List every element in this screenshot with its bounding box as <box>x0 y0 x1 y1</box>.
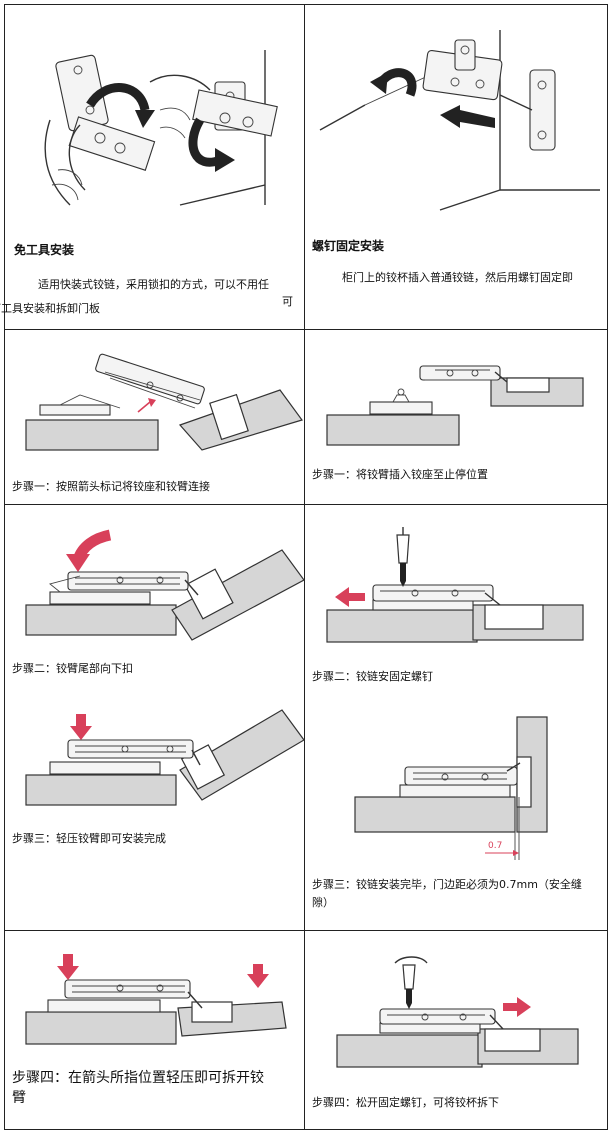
right-step2-caption: 步骤二：铰链安固定螺钉 <box>312 670 433 683</box>
right-step3-line1: 步骤三：铰链安装完毕，门边距必须为0.7mm（安全缝 <box>312 878 582 891</box>
row-divider-2 <box>4 504 608 505</box>
row-divider-1 <box>4 329 608 330</box>
left-step4-line2: 臂 <box>12 1090 26 1106</box>
left-step4-illustration <box>25 954 287 1045</box>
tool-free-description: 适用快装式铰链，采用锁扣的方式，可以不用任 何工具安装和拆卸门板 <box>0 273 300 321</box>
instruction-table <box>4 4 608 1130</box>
column-divider <box>304 4 305 1130</box>
tool-free-desc-line2: 何工具安装和拆卸门板 <box>0 302 100 315</box>
tool-free-illustration <box>44 50 278 206</box>
right-step1-illustration <box>326 365 584 446</box>
left-step3-illustration <box>25 709 305 806</box>
tool-free-title: 免工具安装 <box>14 243 75 257</box>
right-step3-line2: 隙） <box>312 896 334 909</box>
left-step1-caption: 步骤一：按照箭头标记将铰座和铰臂连接 <box>12 480 210 493</box>
right-step2-illustration <box>326 527 584 643</box>
left-step1-illustration <box>25 353 303 451</box>
right-step1-caption: 步骤一：将铰臂插入铰座至止停位置 <box>312 468 488 481</box>
left-step4-line1: 步骤四：在箭头所指位置轻压即可拆开铰 <box>12 1070 264 1086</box>
row-divider-3 <box>4 930 608 931</box>
gap-dimension-label: 0.7 <box>488 841 503 851</box>
right-step3-caption: 步骤三：铰链安装完毕，门边距必须为0.7mm（安全缝 隙） <box>312 876 604 912</box>
screw-fixed-title: 螺钉固定安装 <box>312 239 385 253</box>
right-step3-illustration <box>354 716 548 860</box>
left-step2-illustration <box>25 529 305 641</box>
right-step4-illustration <box>336 956 579 1068</box>
screw-fixed-desc-line2: 可 <box>282 295 293 308</box>
tool-free-desc-line1: 适用快装式铰链，采用锁扣的方式，可以不用任 <box>38 278 269 291</box>
screw-fixed-illustration <box>319 30 600 211</box>
left-step3-caption: 步骤三：轻压铰臂即可安装完成 <box>12 832 166 845</box>
right-step4-caption: 步骤四：松开固定螺钉，可将铰杯拆下 <box>312 1096 499 1109</box>
left-step2-caption: 步骤二：铰臂尾部向下扣 <box>12 662 133 675</box>
left-step4-caption: 步骤四：在箭头所指位置轻压即可拆开铰 臂 <box>12 1068 302 1108</box>
screw-fixed-description: 柜门上的铰杯插入普通铰链，然后用螺钉固定即 可 <box>282 266 602 314</box>
screw-fixed-desc-line1: 柜门上的铰杯插入普通铰链，然后用螺钉固定即 <box>342 271 573 284</box>
